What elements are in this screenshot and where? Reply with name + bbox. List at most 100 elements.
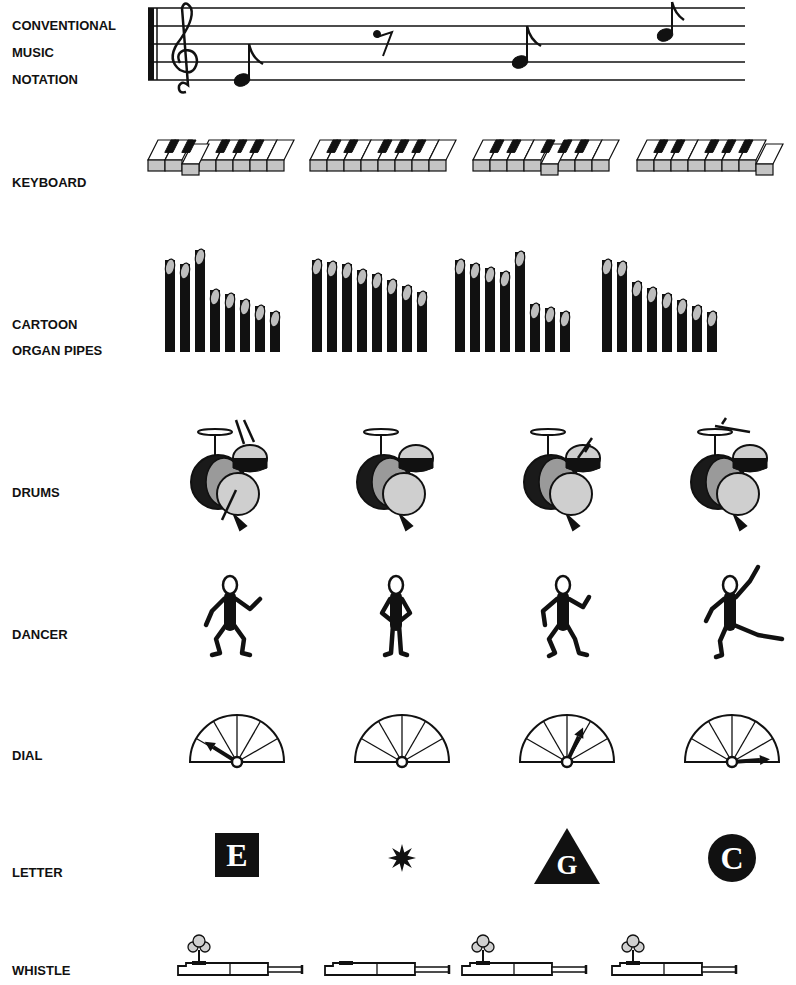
drum-kit-icon	[191, 420, 267, 530]
drawing-part	[233, 458, 267, 472]
dial-icon	[520, 715, 614, 767]
drawing-part	[400, 515, 412, 530]
drawing-part	[233, 140, 247, 152]
star-symbol	[388, 844, 416, 872]
drawing-part	[727, 757, 737, 767]
drawing-part	[233, 445, 267, 471]
drawing-part	[198, 950, 200, 961]
drawing-part	[179, 262, 191, 280]
drawing-part	[448, 965, 451, 974]
organ-pipes-icon	[164, 248, 281, 352]
drawing-part	[376, 963, 377, 975]
drawing-part	[601, 258, 613, 276]
whistle-icon	[325, 961, 449, 975]
drawing-part	[229, 963, 230, 975]
drawing-part	[756, 144, 783, 164]
drawing-part	[205, 742, 216, 752]
drawing-part	[371, 272, 383, 290]
drawing-part	[236, 715, 237, 762]
drawing-part	[389, 576, 403, 594]
drawing-part	[378, 160, 395, 171]
drawing-part	[395, 140, 409, 152]
drawing-part	[499, 270, 511, 288]
dancer-figure	[382, 576, 410, 655]
dial-icon	[685, 715, 779, 767]
drawing-part	[327, 140, 341, 152]
drawing-part	[476, 961, 490, 965]
drawing-part	[723, 576, 737, 594]
drawing-part	[513, 963, 514, 975]
drawing-part	[361, 160, 378, 171]
drawing-part	[566, 715, 567, 762]
drawing-part	[344, 160, 361, 171]
drawing-part	[575, 140, 589, 152]
drawing-part	[364, 429, 398, 435]
drawing-part	[562, 757, 572, 767]
drawing-part	[250, 160, 267, 171]
letter-text: C	[720, 842, 743, 874]
keyboard-icon	[473, 140, 619, 175]
drawing-part	[612, 963, 702, 975]
drawing-part	[192, 961, 206, 965]
whistle-icon	[462, 935, 586, 975]
drawing-part	[529, 302, 541, 320]
drawing-part	[524, 160, 541, 171]
drawing-part	[327, 160, 344, 171]
drawing-part	[164, 258, 176, 276]
drawing-part	[250, 140, 264, 152]
drawing-part	[637, 160, 654, 171]
drawing-part	[182, 140, 196, 152]
drawing-part	[462, 963, 552, 975]
drawing-part	[558, 140, 572, 152]
whistle-icon	[178, 935, 302, 975]
drawing-part	[267, 160, 284, 171]
drawing-part	[399, 445, 433, 471]
drawing-part	[356, 268, 368, 286]
drawing-part	[429, 140, 456, 160]
drawing-part	[232, 757, 242, 767]
drawing-part	[585, 444, 590, 452]
drawing-part	[559, 310, 571, 328]
drawing-part	[592, 160, 609, 171]
drawing-part	[574, 728, 583, 739]
drawing-part	[217, 473, 259, 515]
drawing-part	[473, 160, 490, 171]
drawing-part	[706, 599, 724, 621]
drawing-part	[361, 739, 402, 763]
drawing-part	[178, 963, 268, 975]
music-staff	[148, 2, 745, 92]
drawing-part	[401, 284, 413, 302]
drawing-part	[722, 160, 739, 171]
drawing-part	[399, 625, 407, 655]
drawing-part	[165, 160, 182, 171]
drawing-part	[585, 965, 588, 974]
drawing-part	[484, 266, 496, 284]
letter-symbol: C	[708, 834, 756, 882]
keyboard-icon	[148, 140, 294, 175]
letter-symbol: G	[534, 828, 600, 884]
drawing-part	[550, 473, 592, 515]
row-label: DANCER	[12, 627, 68, 643]
drawing-part	[514, 250, 526, 268]
drawing-part	[654, 160, 671, 171]
drawing-part	[196, 739, 237, 763]
drawing-part	[717, 473, 759, 515]
drawing-part	[578, 438, 592, 458]
drawing-part	[416, 290, 428, 308]
drawing-part	[236, 420, 244, 444]
drawing-part	[722, 140, 736, 152]
drawing-part	[239, 298, 251, 316]
drawing-part	[626, 961, 640, 965]
row-label: LETTER	[12, 865, 63, 881]
organ-pipes-icon	[311, 258, 428, 352]
drawing-part	[477, 935, 489, 947]
drawing-part	[395, 160, 412, 171]
drawing-part	[310, 160, 327, 171]
drawing-part	[552, 967, 586, 972]
drawing-part	[507, 160, 524, 171]
drawing-part	[705, 160, 722, 171]
drawing-part	[165, 140, 179, 152]
drawing-part	[671, 140, 685, 152]
drawing-part	[731, 715, 732, 762]
drawing-part	[390, 597, 402, 625]
